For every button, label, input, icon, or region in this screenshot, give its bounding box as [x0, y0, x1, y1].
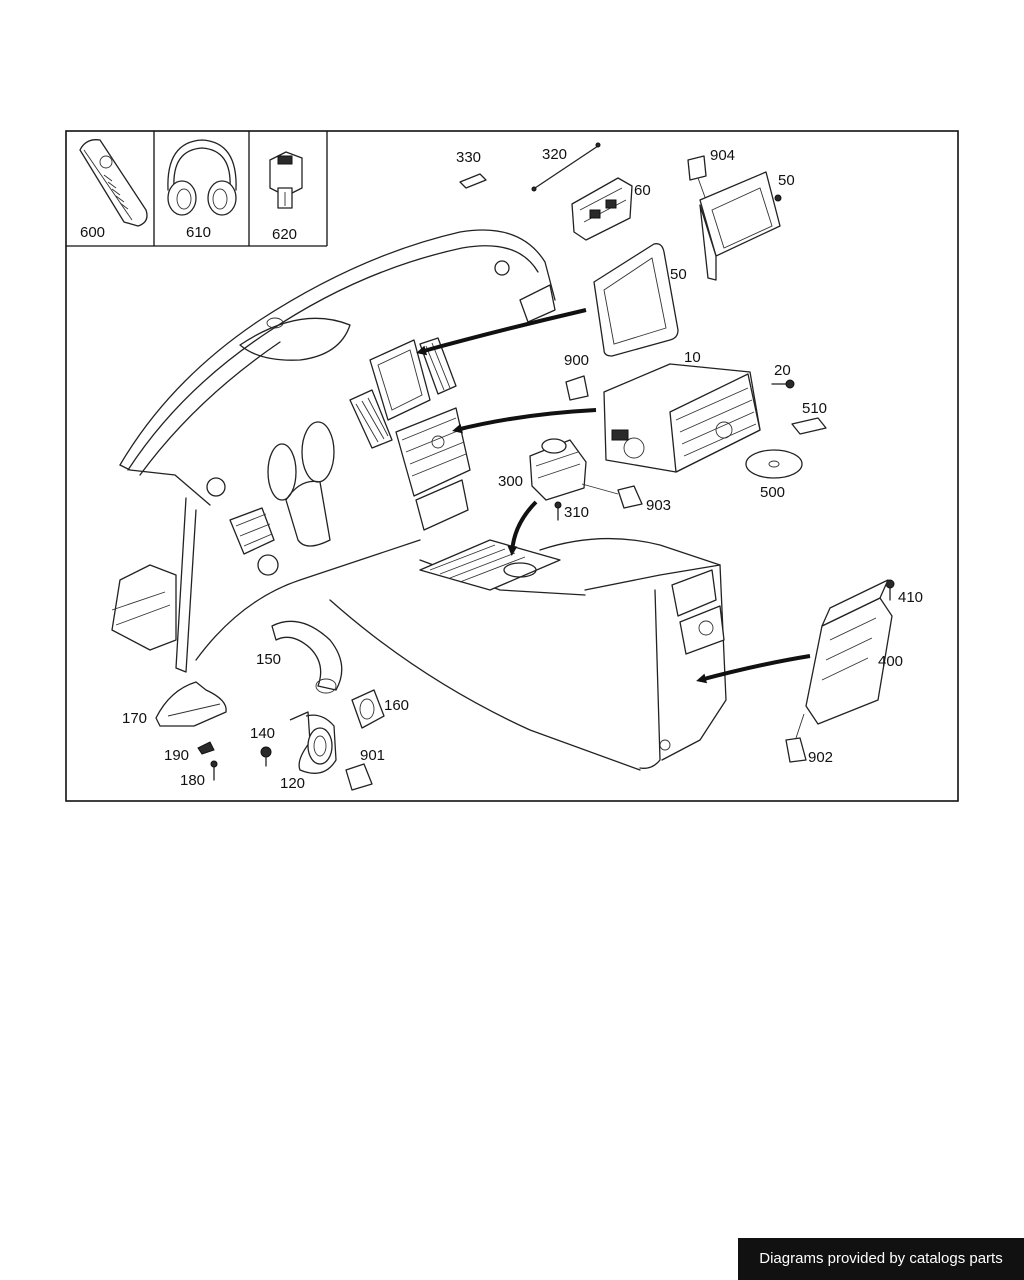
display-50-top-drawing	[699, 171, 782, 281]
duct-150-drawing	[271, 620, 343, 694]
label-50-middle: 50	[670, 266, 687, 283]
credit-banner: Diagrams provided by catalogs parts	[738, 1238, 1024, 1280]
label-410: 410	[898, 589, 923, 606]
label-310: 310	[564, 504, 589, 521]
label-330: 330	[456, 149, 481, 166]
label-180: 180	[180, 772, 205, 789]
blower-120-drawing	[289, 711, 337, 774]
label-10: 10	[684, 349, 701, 366]
screw-20-drawing	[771, 379, 795, 389]
tag-903-drawing	[617, 485, 643, 509]
remote-control-drawing	[79, 139, 148, 227]
label-904: 904	[710, 147, 735, 164]
label-610: 610	[186, 224, 211, 241]
headphones-drawing	[167, 139, 237, 216]
part-labels: 600 610 620 330 320 904 60 50 50 900 10 …	[80, 146, 923, 792]
part-60-drawing	[571, 177, 633, 241]
label-190: 190	[164, 747, 189, 764]
tag-902-drawing	[785, 737, 807, 763]
disc-500-drawing	[745, 449, 803, 479]
diagram-frame	[65, 130, 959, 802]
usb-module-drawing	[269, 151, 303, 209]
display-50-middle-drawing	[593, 243, 679, 357]
label-170: 170	[122, 710, 147, 727]
label-600: 600	[80, 224, 105, 241]
tag-901-drawing	[345, 763, 373, 791]
accessory-boxes	[66, 131, 328, 247]
part-330-drawing	[459, 173, 487, 189]
label-160: 160	[384, 697, 409, 714]
label-120: 120	[280, 775, 305, 792]
ring-160-drawing	[351, 689, 385, 729]
label-901: 901	[360, 747, 385, 764]
label-20: 20	[774, 362, 791, 379]
card-510-drawing	[791, 417, 827, 435]
controller-300-drawing	[529, 438, 587, 501]
part-320-drawing	[531, 142, 601, 192]
label-500: 500	[760, 484, 785, 501]
label-300: 300	[498, 473, 523, 490]
head-unit-10-drawing	[603, 363, 761, 473]
tag-900-drawing	[565, 375, 589, 401]
dashboard-drawing	[111, 229, 727, 771]
label-902: 902	[808, 749, 833, 766]
label-900: 900	[564, 352, 589, 369]
label-140: 140	[250, 725, 275, 742]
tag-904-drawing	[687, 155, 707, 181]
label-620: 620	[272, 226, 297, 243]
clip-190-drawing	[197, 741, 215, 755]
screw-310-drawing	[554, 501, 562, 521]
label-320: 320	[542, 146, 567, 163]
assembly-arrows	[416, 308, 811, 684]
label-50-top: 50	[778, 172, 795, 189]
label-510: 510	[802, 400, 827, 417]
unit-400-drawing	[805, 579, 893, 725]
label-150: 150	[256, 651, 281, 668]
label-60: 60	[634, 182, 651, 199]
label-903: 903	[646, 497, 671, 514]
duct-170-drawing	[155, 681, 227, 727]
screw-140-drawing	[260, 746, 272, 767]
label-400: 400	[878, 653, 903, 670]
screw-180-drawing	[210, 760, 218, 781]
